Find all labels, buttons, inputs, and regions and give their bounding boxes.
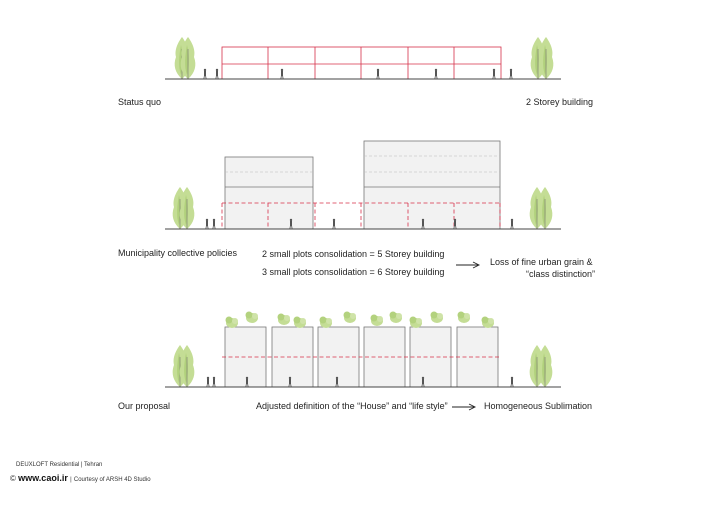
rooftop-greenery — [225, 311, 494, 328]
tree-left-2 — [172, 186, 195, 230]
footer-courtesy: Courtesy of ARSH 4D Studio — [73, 477, 151, 483]
label-our-proposal: Our proposal — [118, 401, 171, 411]
tree-right-3 — [529, 344, 553, 388]
tree-left-3 — [172, 344, 195, 388]
facade-row1 — [221, 46, 502, 80]
label-status-quo: Status quo — [118, 97, 162, 107]
label-consolidation-5: 2 small plots consolidation = 5 Storey b… — [262, 249, 445, 259]
label-homogeneous-sublimation: Homogeneous Sublimation — [484, 401, 593, 411]
arrow-icon-row3 — [452, 403, 477, 411]
copyright-symbol: © — [10, 474, 16, 483]
footer-credit-line: © www.caoi.ir | Courtesy of ARSH 4D Stud… — [10, 473, 151, 483]
building-6-storey — [363, 140, 501, 230]
red-dashed-plots-row2 — [221, 202, 501, 229]
label-loss-grain: Loss of fine urban grain & — [490, 257, 593, 267]
site-link[interactable]: www.caoi.ir — [18, 473, 68, 483]
building-5-storey — [224, 156, 314, 230]
tree-right-2 — [529, 186, 553, 230]
label-2-storey-building: 2 Storey building — [526, 97, 594, 107]
label-consolidation-6: 3 small plots consolidation = 6 Storey b… — [262, 267, 445, 277]
row3-our-proposal — [165, 311, 561, 411]
label-municipality-policies: Municipality collective policies — [118, 248, 238, 258]
footer-project: DEUXLOFT Residential | Tehran — [16, 462, 103, 468]
tree-left-1 — [174, 36, 196, 80]
label-class-distinction: “class distinction” — [526, 269, 596, 279]
tree-right-1 — [530, 36, 554, 80]
label-adjusted-definition: Adjusted definition of the “House” and “… — [256, 401, 448, 411]
footer-separator: | — [70, 477, 72, 483]
arrow-icon-row2 — [456, 261, 481, 269]
row2-municipality — [165, 140, 561, 269]
row1-status-quo — [165, 36, 561, 80]
